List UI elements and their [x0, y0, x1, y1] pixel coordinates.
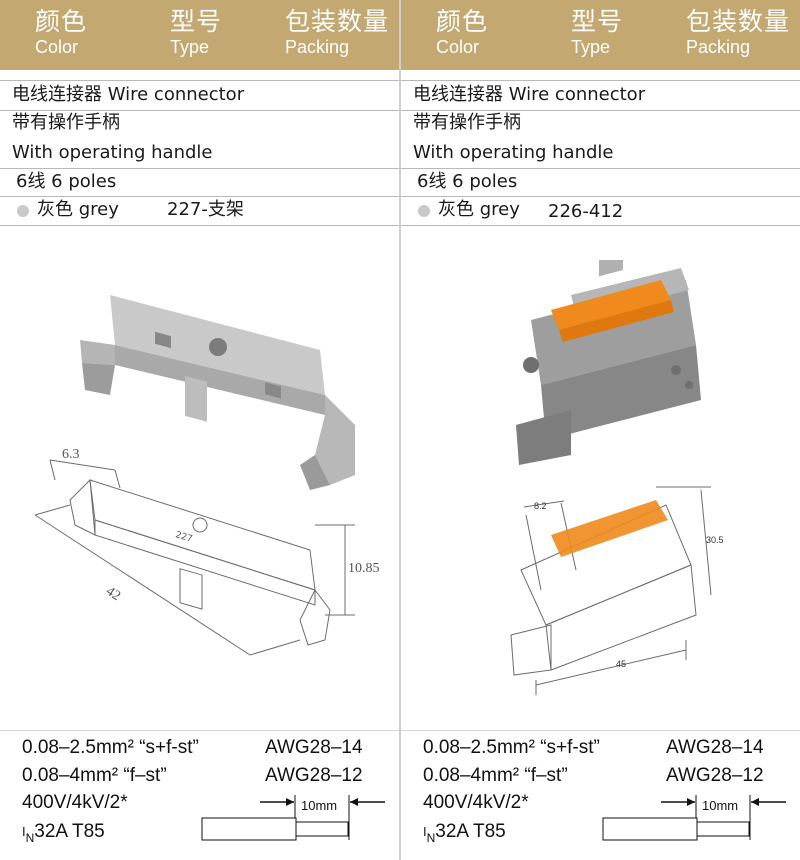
header-type-cn: 型号 — [571, 7, 624, 36]
bracket-drawing: 6.3 42 10.85 227 — [34, 447, 380, 656]
connector-photo — [516, 260, 701, 465]
color-type-row: 灰色 grey 226-412 — [413, 199, 783, 223]
row-divider — [401, 196, 800, 197]
strip-length: 10mm — [301, 798, 337, 813]
grey-color-swatch — [17, 205, 29, 217]
color-label: 灰色 grey — [37, 199, 119, 220]
bracket-photo — [80, 295, 355, 490]
row-divider — [401, 168, 800, 169]
type-code: 226-412 — [548, 201, 624, 222]
color-label: 灰色 grey — [438, 199, 520, 220]
poles-label: 6线 6 poles — [16, 171, 117, 192]
row-divider — [401, 730, 800, 731]
awg-line-2: AWG28–12 — [666, 765, 764, 786]
header-color-cn: 颜色 — [35, 7, 88, 36]
row-divider — [401, 225, 800, 226]
current-rating: 32A T85 — [34, 821, 105, 842]
feature-cn: 带有操作手柄 — [413, 112, 521, 133]
header-type: 型号 Type — [170, 8, 222, 58]
dim-length: 42 — [103, 584, 123, 604]
header-color: 颜色 Color — [436, 8, 488, 58]
dim-length: 45 — [616, 659, 626, 669]
row-divider — [0, 730, 399, 731]
header-color-en: Color — [35, 37, 79, 57]
dim-width: 8.2 — [534, 501, 547, 511]
poles-label: 6线 6 poles — [417, 171, 518, 192]
strip-length-icon: 10mm — [602, 795, 786, 841]
current-rating: 32A T85 — [435, 821, 506, 842]
column-divider — [399, 0, 401, 860]
current-subscript: N — [426, 830, 436, 845]
awg-line-2: AWG28–12 — [265, 765, 363, 786]
spec-line-1: 0.08–2.5mm² “s+f-st” — [22, 737, 199, 758]
header-packing-en: Packing — [686, 37, 751, 57]
dim-height: 30.5 — [706, 535, 724, 545]
header-type-en: Type — [170, 37, 210, 57]
awg-line-1: AWG28–14 — [666, 737, 764, 758]
header-color-cn: 颜色 — [436, 7, 489, 36]
row-divider — [401, 80, 800, 81]
product-title: 电线连接器 Wire connector — [12, 84, 245, 105]
row-divider — [0, 196, 399, 197]
row-divider — [0, 225, 399, 226]
header-color: 颜色 Color — [35, 8, 87, 58]
spec-line-3: 400V/4kV/2* — [423, 792, 529, 813]
dim-height: 10.85 — [348, 561, 380, 576]
header-type-cn: 型号 — [170, 7, 223, 36]
product-title: 电线连接器 Wire connector — [413, 84, 646, 105]
grey-color-swatch — [418, 205, 430, 217]
current-symbol: I — [423, 824, 427, 839]
header-packing-en: Packing — [285, 37, 350, 57]
strip-length-icon: 10mm — [201, 795, 385, 841]
awg-line-1: AWG28–14 — [265, 737, 363, 758]
strip-length: 10mm — [702, 798, 738, 813]
header-color-en: Color — [436, 37, 480, 57]
header-packing-cn: 包装数量 — [686, 7, 791, 36]
feature-cn: 带有操作手柄 — [12, 112, 120, 133]
dim-width: 6.3 — [62, 447, 80, 462]
header-packing: 包装数量 Packing — [686, 8, 790, 58]
drawing-code: 227 — [174, 530, 193, 544]
header-packing-cn: 包装数量 — [285, 7, 390, 36]
feature-en: With operating handle — [413, 142, 614, 163]
row-divider — [0, 110, 399, 111]
row-divider — [0, 80, 399, 81]
product-column-left: 颜色 Color 型号 Type 包装数量 Packing 电线连接器 Wire… — [0, 0, 399, 860]
feature-en: With operating handle — [12, 142, 213, 163]
table-header: 颜色 Color 型号 Type 包装数量 Packing — [401, 0, 800, 70]
header-type-en: Type — [571, 37, 611, 57]
spec-line-2: 0.08–4mm² “f–st” — [22, 765, 167, 786]
table-header: 颜色 Color 型号 Type 包装数量 Packing — [0, 0, 399, 70]
header-type: 型号 Type — [571, 8, 623, 58]
header-packing: 包装数量 Packing — [285, 8, 389, 58]
row-divider — [0, 168, 399, 169]
spec-line-3: 400V/4kV/2* — [22, 792, 128, 813]
row-divider — [401, 110, 800, 111]
current-symbol: I — [22, 824, 26, 839]
type-code: 227-支架 — [167, 199, 244, 220]
connector-drawing: 8.2 30.5 45 — [510, 486, 724, 695]
product-column-right: 颜色 Color 型号 Type 包装数量 Packing 电线连接器 Wire… — [401, 0, 800, 860]
spec-line-2: 0.08–4mm² “f–st” — [423, 765, 568, 786]
spec-line-4: IN32A T85 — [423, 820, 506, 850]
current-subscript: N — [25, 830, 35, 845]
spec-line-4: IN32A T85 — [22, 820, 105, 850]
spec-line-1: 0.08–2.5mm² “s+f-st” — [423, 737, 600, 758]
color-type-row: 灰色 grey 227-支架 — [12, 199, 382, 223]
